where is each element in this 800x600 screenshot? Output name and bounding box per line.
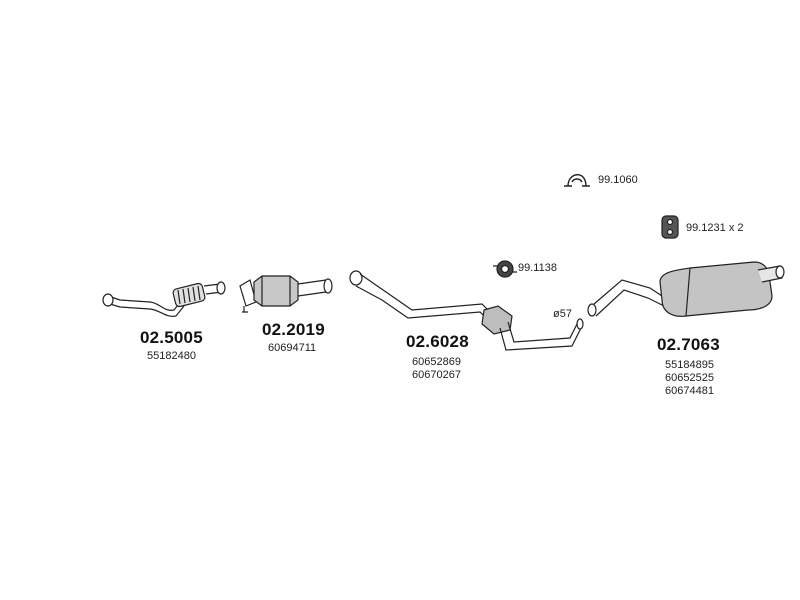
oem-number: 60674481 — [665, 385, 714, 397]
oem-list-catalytic-converter: 60694711 — [268, 342, 316, 355]
oem-number: 60694711 — [268, 342, 317, 354]
rear-muffler-drawing — [587, 261, 785, 317]
oem-number: 60652525 — [665, 372, 714, 384]
rubber-mount-icon — [661, 215, 679, 239]
oem-number: 55184895 — [665, 359, 714, 371]
oem-list-center-pipe: 60652869 60670267 — [412, 356, 461, 382]
oem-list-rear-muffler: 55184895 60652525 60674481 — [665, 359, 714, 398]
hanger-ring-icon — [493, 260, 517, 278]
oem-list-front-pipe: 55182480 — [147, 350, 196, 363]
part-number-rear-muffler: 02.7063 — [657, 335, 720, 354]
oem-number: 60652869 — [412, 356, 461, 368]
center-pipe-drawing — [349, 270, 584, 351]
accessory-label-hanger-ring: 99.1138 — [518, 262, 557, 274]
pipe-diameter-label: ø57 — [553, 308, 572, 320]
part-number-catalytic-converter: 02.2019 — [262, 320, 325, 339]
part-number-center-pipe: 02.6028 — [406, 332, 469, 351]
catalytic-converter-drawing — [239, 275, 333, 313]
part-number-front-pipe: 02.5005 — [140, 328, 203, 347]
front-pipe-drawing — [102, 281, 226, 317]
accessory-label-rubber-mount: 99.1231 x 2 — [686, 222, 744, 234]
clamp-icon — [564, 174, 590, 187]
oem-number: 55182480 — [147, 350, 196, 362]
oem-number: 60670267 — [412, 369, 461, 381]
accessory-label-clamp: 99.1060 — [598, 174, 638, 186]
